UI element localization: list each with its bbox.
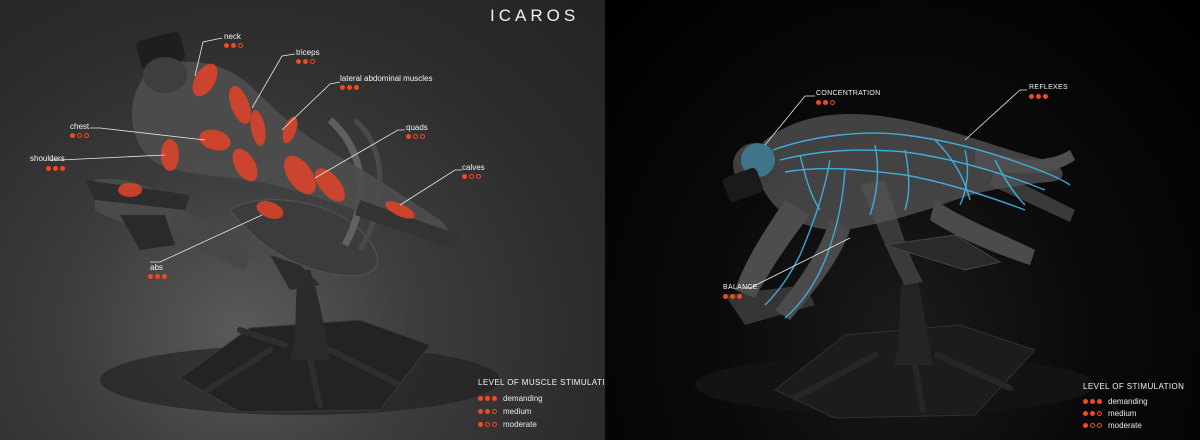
stimulation-legend-title: LEVEL OF STIMULATION	[1083, 382, 1185, 391]
muscle-label-lateral-abdominal: lateral abdominal muscles	[340, 74, 433, 83]
filled-dot-icon	[1029, 94, 1034, 99]
filled-dot-icon	[70, 133, 75, 138]
filled-dot-icon	[148, 274, 153, 279]
muscle-legend-title: LEVEL OF MUSCLE STIMULATION	[478, 378, 605, 387]
muscle-level-lateral-abdominal	[340, 85, 359, 90]
empty-dot-icon	[84, 133, 89, 138]
filled-dot-icon	[1043, 94, 1048, 99]
filled-dot-icon	[224, 43, 229, 48]
muscle-label-chest: chest	[70, 122, 90, 131]
empty-dot-icon	[77, 133, 82, 138]
filled-dot-icon	[1036, 94, 1041, 99]
filled-dot-icon	[231, 43, 236, 48]
legend-dots-demanding	[1083, 399, 1102, 404]
filled-dot-icon	[1083, 411, 1088, 416]
empty-dot-icon	[476, 174, 481, 179]
filled-dot-icon	[730, 294, 735, 299]
legend-label-demanding: demanding	[503, 394, 543, 403]
skill-level-balance	[723, 294, 742, 299]
filled-dot-icon	[53, 166, 58, 171]
stimulation-legend-row-medium: medium	[1083, 409, 1136, 418]
muscle-level-abs	[148, 274, 167, 279]
stimulation-legend-row-moderate: moderate	[1083, 421, 1142, 430]
legend-label-moderate: moderate	[1108, 421, 1142, 430]
muscle-label-shoulders: shoulders	[30, 154, 65, 163]
muscle-label-triceps: triceps	[296, 48, 320, 57]
filled-dot-icon	[492, 396, 497, 401]
stimulation-legend-row-demanding: demanding	[1083, 397, 1148, 406]
muscle-level-triceps	[296, 59, 315, 64]
filled-dot-icon	[462, 174, 467, 179]
filled-dot-icon	[485, 396, 490, 401]
filled-dot-icon	[1090, 399, 1095, 404]
empty-dot-icon	[469, 174, 474, 179]
legend-dots-demanding	[478, 396, 497, 401]
filled-dot-icon	[347, 85, 352, 90]
skill-label-reflexes: REFLEXES	[1029, 84, 1068, 91]
filled-dot-icon	[1083, 423, 1088, 428]
muscle-stimulation-panel: ICAROS neck triceps lateral abdominal mu…	[0, 0, 605, 440]
filled-dot-icon	[46, 166, 51, 171]
filled-dot-icon	[478, 396, 483, 401]
muscle-level-neck	[224, 43, 243, 48]
filled-dot-icon	[485, 409, 490, 414]
filled-dot-icon	[340, 85, 345, 90]
filled-dot-icon	[1090, 411, 1095, 416]
legend-dots-moderate	[1083, 423, 1102, 428]
filled-dot-icon	[723, 294, 728, 299]
legend-label-demanding: demanding	[1108, 397, 1148, 406]
empty-dot-icon	[413, 134, 418, 139]
muscle-legend-row-demanding: demanding	[478, 394, 543, 403]
filled-dot-icon	[60, 166, 65, 171]
empty-dot-icon	[492, 422, 497, 427]
filled-dot-icon	[162, 274, 167, 279]
icaros-machine-muscle-illustration	[50, 31, 500, 415]
filled-dot-icon	[155, 274, 160, 279]
muscle-label-quads: quads	[406, 123, 428, 132]
filled-dot-icon	[1083, 399, 1088, 404]
filled-dot-icon	[406, 134, 411, 139]
filled-dot-icon	[1097, 399, 1102, 404]
skill-level-concentration	[816, 100, 835, 105]
legend-dots-medium	[1083, 411, 1102, 416]
empty-dot-icon	[492, 409, 497, 414]
filled-dot-icon	[296, 59, 301, 64]
empty-dot-icon	[420, 134, 425, 139]
skill-label-balance: BALANCE	[723, 284, 758, 291]
legend-label-moderate: moderate	[503, 420, 537, 429]
skill-label-concentration: CONCENTRATION	[816, 90, 881, 97]
empty-dot-icon	[1090, 423, 1095, 428]
empty-dot-icon	[310, 59, 315, 64]
empty-dot-icon	[1097, 411, 1102, 416]
muscle-label-abs: abs	[150, 263, 163, 272]
legend-label-medium: medium	[503, 407, 532, 416]
empty-dot-icon	[485, 422, 490, 427]
muscle-level-chest	[70, 133, 89, 138]
filled-dot-icon	[816, 100, 821, 105]
icaros-machine-nerve-illustration	[695, 89, 1095, 419]
filled-dot-icon	[478, 409, 483, 414]
legend-label-medium: medium	[1108, 409, 1137, 418]
muscle-label-calves: calves	[462, 163, 485, 172]
empty-dot-icon	[1097, 423, 1102, 428]
muscle-level-shoulders	[46, 166, 65, 171]
muscle-legend-row-moderate: moderate	[478, 420, 537, 429]
muscle-level-calves	[462, 174, 481, 179]
filled-dot-icon	[478, 422, 483, 427]
legend-dots-medium	[478, 409, 497, 414]
empty-dot-icon	[238, 43, 243, 48]
filled-dot-icon	[354, 85, 359, 90]
filled-dot-icon	[823, 100, 828, 105]
skill-level-reflexes	[1029, 94, 1048, 99]
mental-stimulation-panel: CONCENTRATION REFLEXES BALANCE LEVEL OF …	[605, 0, 1200, 440]
filled-dot-icon	[303, 59, 308, 64]
muscle-level-quads	[406, 134, 425, 139]
empty-dot-icon	[830, 100, 835, 105]
muscle-label-neck: neck	[224, 32, 241, 41]
filled-dot-icon	[737, 294, 742, 299]
legend-dots-moderate	[478, 422, 497, 427]
icaros-logo: ICAROS	[490, 6, 580, 25]
muscle-legend-row-medium: medium	[478, 407, 531, 416]
